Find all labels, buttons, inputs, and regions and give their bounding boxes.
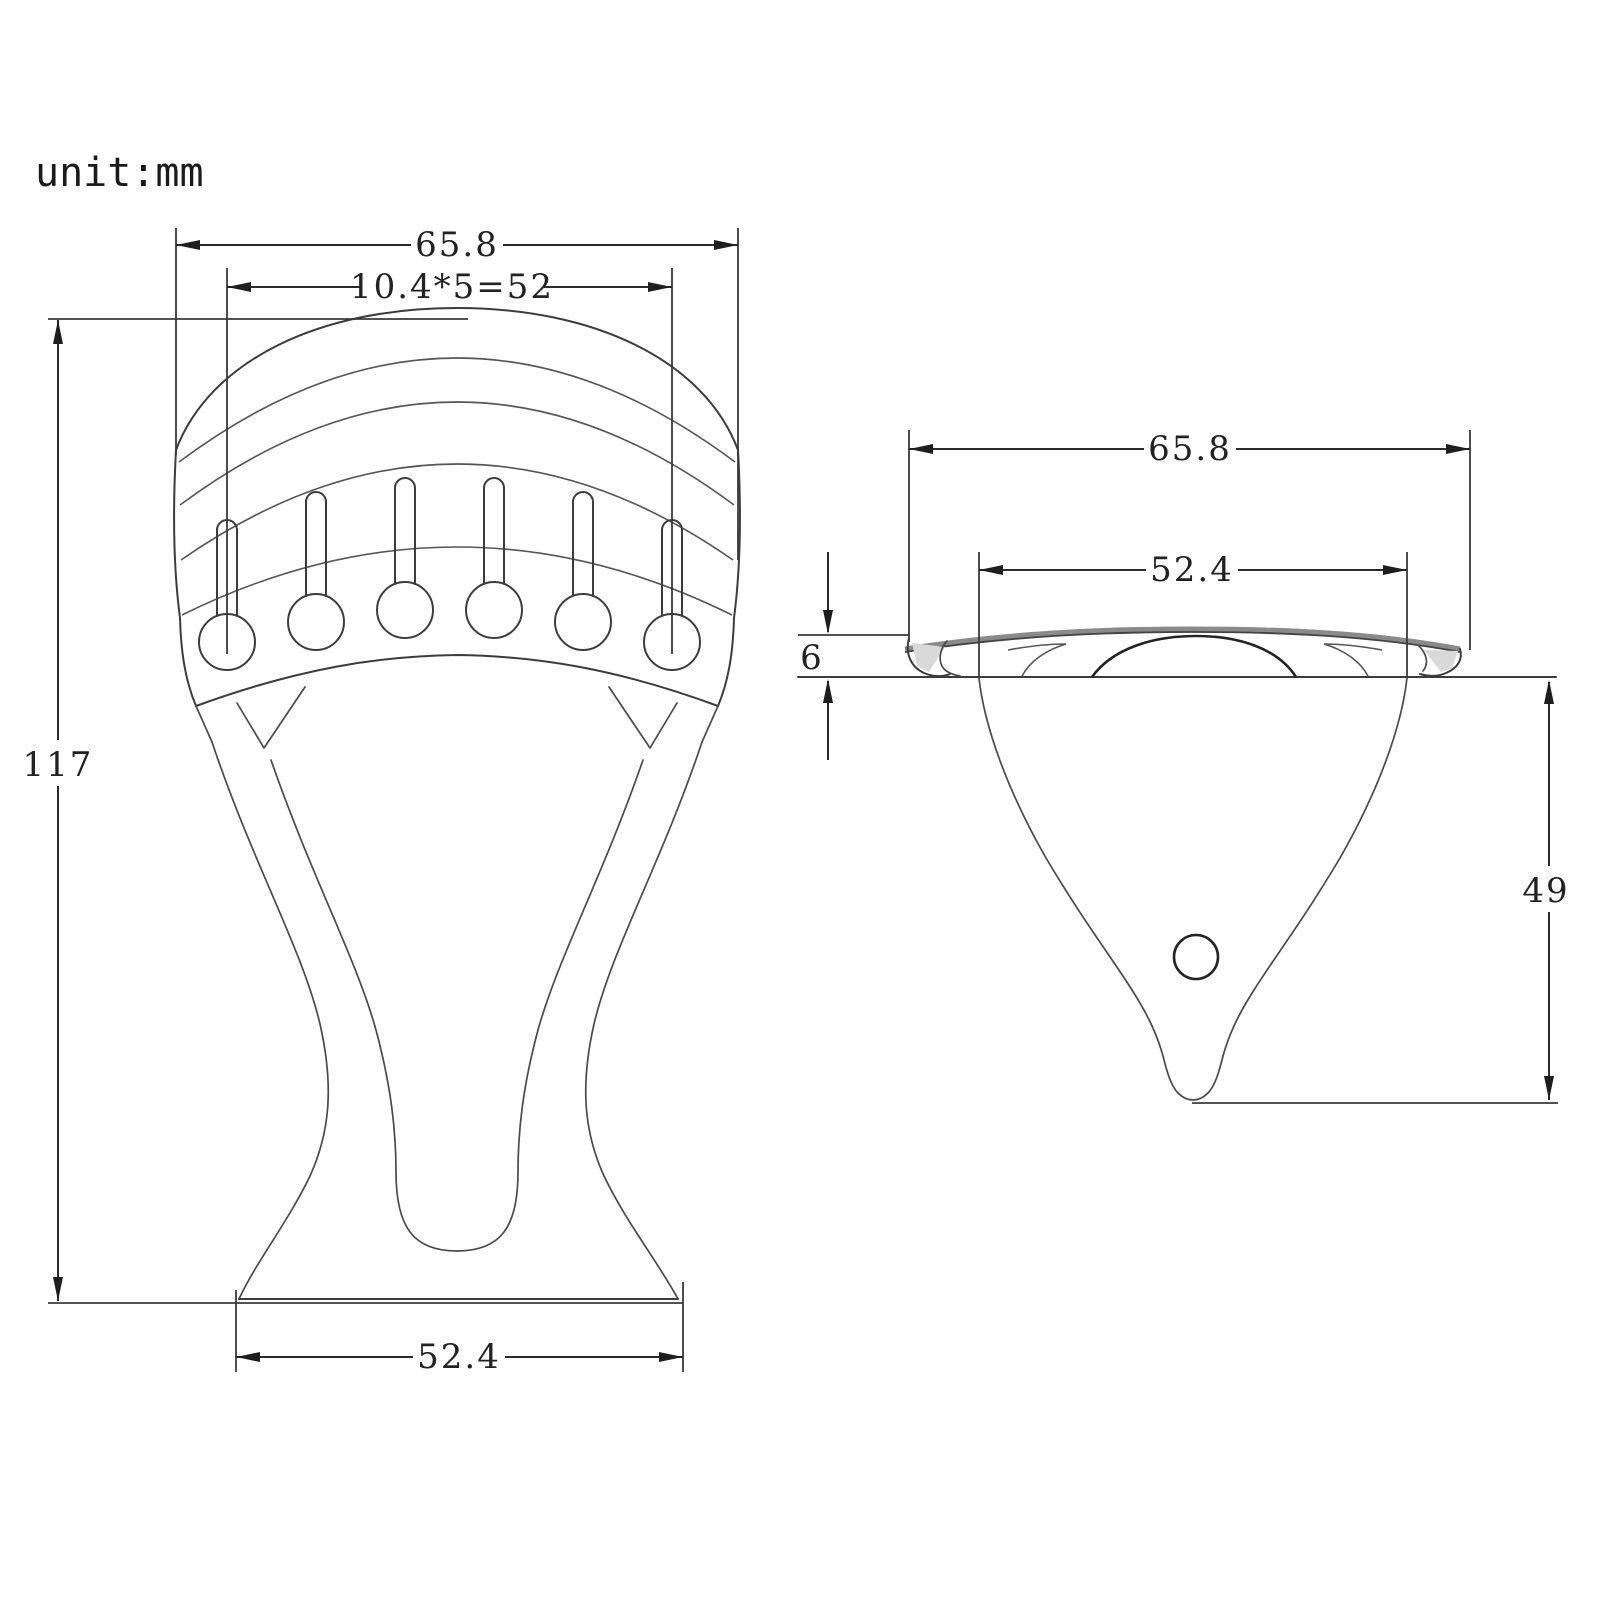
right-bracket-notch [608, 686, 719, 749]
right-flange-inner [1418, 645, 1428, 672]
unit-label: unit:mm [35, 150, 204, 196]
left-flange-curl [906, 637, 951, 678]
right-flange-shading [1424, 650, 1458, 672]
left-flange-shading [912, 643, 945, 672]
right-flange-curl [1419, 648, 1462, 677]
dim-side-inner-width: 52.4 [978, 548, 1408, 676]
front-view: 65.8 10.4*5=52 117 52.4 [23, 223, 741, 1377]
body-inner-right-edge [456, 759, 644, 1252]
left-bracket-notch [195, 686, 306, 749]
plate-top-surface [904, 626, 1461, 652]
dim-label-side-inner-width: 52.4 [1150, 550, 1234, 590]
dim-side-bracket-length: 49 [1192, 680, 1575, 1104]
dim-label-side-plate-thickness: 6 [800, 638, 824, 678]
mounting-screw-hole [1172, 933, 1220, 981]
plate-top-arc [175, 307, 739, 451]
plate-groove-arc-3 [180, 463, 734, 561]
plate-groove-arc-2 [179, 401, 735, 506]
string-slot-2 [305, 491, 327, 597]
string-slot-5 [572, 491, 594, 597]
dim-label-front-string-spacing: 10.4*5=52 [350, 267, 554, 307]
body-outer-right-edge [584, 741, 703, 1300]
dim-label-front-total-width: 65.8 [415, 225, 499, 265]
string-hole-5 [554, 593, 612, 651]
dim-front-string-spacing: 10.4*5=52 [226, 266, 673, 654]
string-hole-2 [287, 593, 345, 651]
plate-groove-arc-4 [181, 546, 733, 616]
plate-bottom-edge [195, 654, 719, 707]
string-slot-3 [394, 477, 416, 585]
left-flange-inner [939, 640, 961, 677]
dim-front-total-width: 65.8 [175, 223, 739, 560]
body-inner-left-edge [270, 759, 458, 1252]
plate-groove-arc-1 [178, 357, 736, 463]
body-outer-left-edge [211, 741, 330, 1300]
dim-label-side-total-width: 65.8 [1148, 429, 1232, 469]
plate-right-edge [717, 449, 741, 707]
dim-front-base-width: 52.4 [235, 1282, 684, 1377]
string-slot-4 [483, 477, 505, 585]
side-view: 65.8 52.4 6 49 [797, 427, 1575, 1104]
bracket-bell-outline [978, 677, 1408, 1101]
dim-side-plate-thickness: 6 [798, 552, 910, 760]
string-hole-3 [376, 581, 434, 639]
plate-inner-profile-left [1007, 643, 1067, 677]
plate-dome-arch [1090, 634, 1298, 678]
plate-inner-profile-right [1323, 643, 1383, 677]
plate-top-surface-edge [904, 631, 1461, 653]
dim-label-front-base-width: 52.4 [417, 1337, 501, 1377]
dim-label-side-bracket-length: 49 [1522, 871, 1569, 911]
dim-label-front-total-height: 117 [23, 745, 94, 785]
string-hole-4 [465, 581, 523, 639]
dim-side-total-width: 65.8 [908, 427, 1471, 650]
dim-front-total-height: 117 [23, 318, 683, 1304]
plate-left-edge [173, 449, 197, 707]
